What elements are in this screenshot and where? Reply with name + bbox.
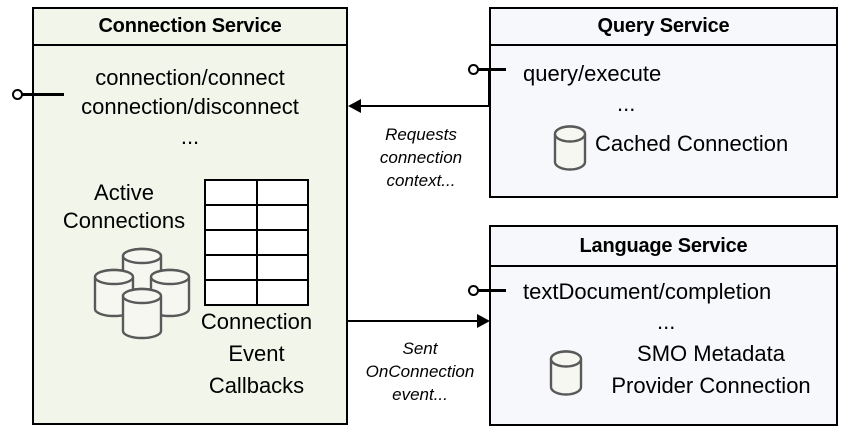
connector-horizontal-segment bbox=[348, 320, 488, 322]
component-language-service[interactable]: Language Service textDocument/completion… bbox=[489, 225, 838, 426]
arrow-head-right-icon bbox=[477, 314, 490, 328]
table-cell bbox=[204, 229, 258, 256]
connector-label-line3: context... bbox=[386, 171, 456, 190]
query-service-title: Query Service bbox=[491, 9, 836, 46]
active-connections-label-line1: Active bbox=[94, 180, 154, 205]
arrow-head-left-icon bbox=[348, 99, 361, 113]
table-row bbox=[204, 179, 309, 206]
database-cylinder-icon bbox=[548, 349, 584, 397]
connector-vertical-segment bbox=[488, 70, 490, 107]
connector-label-line1: Requests bbox=[385, 125, 457, 144]
language-service-api-line-1: textDocument/completion bbox=[523, 279, 772, 304]
database-cylinder-icon bbox=[552, 124, 588, 172]
component-query-service[interactable]: Query Service query/execute ... Cached C… bbox=[489, 7, 838, 198]
query-service-api-ellipsis: ... bbox=[617, 91, 636, 116]
connector-label-line2: OnConnection bbox=[365, 362, 475, 381]
component-connection-service[interactable]: Connection Service connection/connect co… bbox=[32, 7, 348, 425]
table-cell bbox=[255, 179, 309, 206]
table-cell bbox=[255, 279, 309, 306]
connector-label-line1: Sent bbox=[402, 339, 438, 358]
table-cell bbox=[255, 229, 309, 256]
table-row bbox=[204, 229, 309, 256]
callbacks-label-line3: Callbacks bbox=[208, 373, 305, 398]
connector-label-line2: connection bbox=[379, 148, 463, 167]
connection-service-api-line-2: connection/disconnect bbox=[81, 94, 299, 119]
table-row bbox=[204, 204, 309, 231]
active-connections-label-line2: Connections bbox=[62, 208, 186, 233]
connection-service-api-line-1: connection/connect bbox=[95, 65, 285, 90]
database-cluster-icon bbox=[85, 243, 199, 343]
lollipop-stem bbox=[478, 289, 506, 292]
language-service-resource-label-line1: SMO Metadata bbox=[637, 341, 785, 366]
table-row bbox=[204, 254, 309, 281]
callbacks-label-line2: Event bbox=[228, 341, 285, 366]
connection-service-body: connection/connect connection/disconnect… bbox=[34, 46, 346, 423]
query-service-provided-interface-lollipop[interactable] bbox=[468, 64, 506, 80]
connector-horizontal-segment bbox=[360, 105, 490, 107]
table-cell bbox=[204, 254, 258, 281]
table-row bbox=[204, 279, 309, 306]
connection-service-api-ellipsis: ... bbox=[180, 124, 200, 149]
language-service-api-ellipsis: ... bbox=[657, 309, 676, 334]
connection-service-title: Connection Service bbox=[34, 9, 346, 46]
table-cell bbox=[204, 279, 258, 306]
table-cell bbox=[204, 204, 258, 231]
query-service-resource-label: Cached Connection bbox=[595, 131, 789, 156]
table-cell bbox=[204, 179, 258, 206]
query-service-body: query/execute ... Cached Connection bbox=[491, 46, 836, 196]
language-service-provided-interface-lollipop[interactable] bbox=[468, 285, 506, 301]
callbacks-label-line1: Connection bbox=[200, 309, 313, 334]
connector-label-line3: event... bbox=[392, 385, 448, 404]
table-cell bbox=[255, 204, 309, 231]
connection-event-callbacks-table bbox=[204, 179, 309, 306]
query-service-api-line-1: query/execute bbox=[523, 61, 662, 86]
table-cell bbox=[255, 254, 309, 281]
lollipop-stem bbox=[22, 93, 64, 96]
language-service-body: textDocument/completion ... SMO Metadata… bbox=[491, 267, 836, 424]
lollipop-stem bbox=[478, 68, 506, 71]
language-service-resource-label-line2: Provider Connection bbox=[611, 373, 811, 398]
connection-service-provided-interface-lollipop[interactable] bbox=[12, 89, 64, 105]
language-service-title: Language Service bbox=[491, 227, 836, 267]
